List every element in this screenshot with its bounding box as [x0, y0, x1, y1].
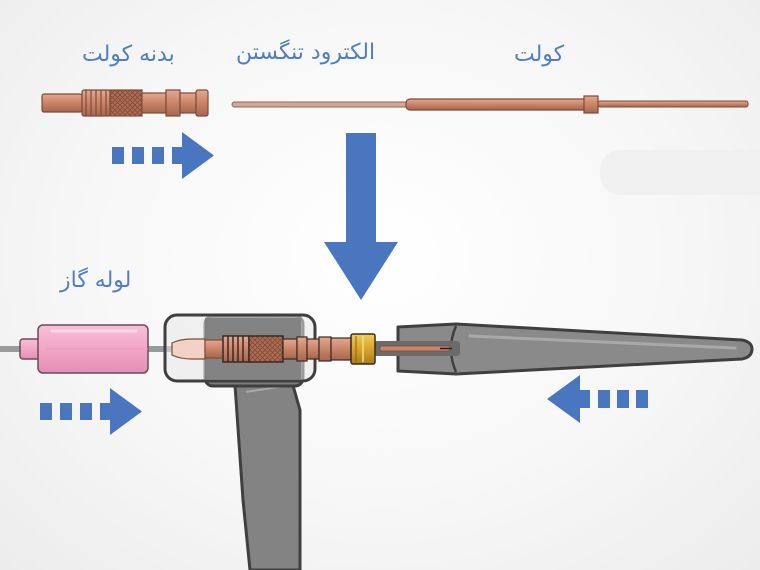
assembled-collet-body [171, 335, 332, 363]
dashed-arrow-right-icon [40, 388, 142, 435]
assembled-collet [374, 341, 460, 356]
torch-handle [233, 373, 302, 570]
collet-label: کولت [514, 42, 565, 67]
collet-body-part [41, 89, 209, 117]
collet-part [231, 95, 749, 114]
big-arrow-down-icon [324, 133, 398, 300]
collet-body-label: بدنه کولت [82, 42, 175, 67]
gas-nozzle-label: لوله گاز [60, 268, 132, 293]
background-shape [600, 150, 760, 195]
back-cap-part [396, 322, 754, 376]
tungsten-electrode-label: الکترود تنگستن [236, 40, 376, 65]
brass-coupling [330, 333, 376, 365]
dashed-arrow-right-icon [112, 132, 214, 179]
dashed-arrow-left-icon [547, 375, 648, 423]
gas-nozzle-part [19, 324, 149, 374]
